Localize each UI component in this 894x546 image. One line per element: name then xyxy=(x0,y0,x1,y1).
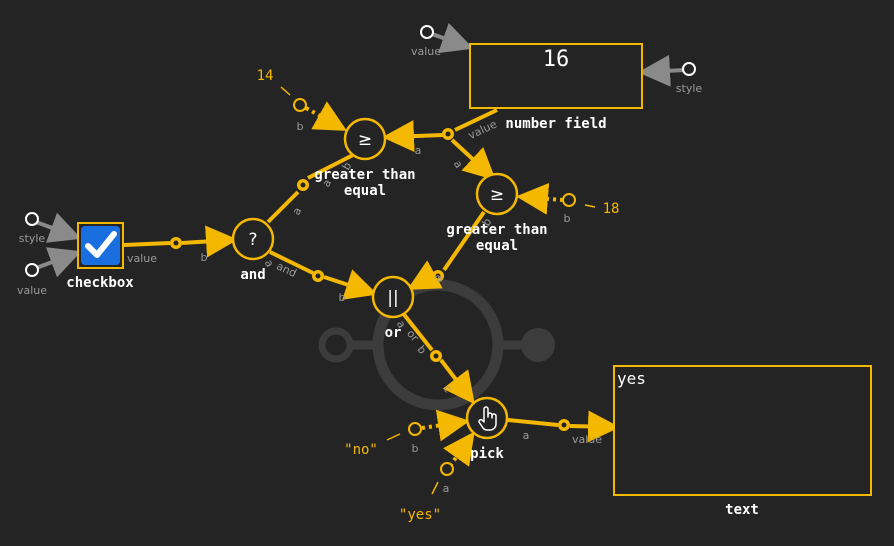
const-14[interactable]: 14 xyxy=(257,68,274,84)
svg-text:c: c xyxy=(441,382,455,395)
wire-handles[interactable] xyxy=(170,128,570,431)
svg-text:b: b xyxy=(412,442,419,455)
svg-text:or: or xyxy=(404,327,421,344)
svg-text:and: and xyxy=(240,267,265,283)
gte-node-1[interactable]: ≥ greater than equal xyxy=(314,117,416,199)
svg-text:a: a xyxy=(290,205,305,217)
svg-text:a: a xyxy=(523,429,530,442)
const-14-handle[interactable] xyxy=(293,98,307,112)
svg-text:text: text xyxy=(725,502,759,518)
const-yes[interactable]: "yes" xyxy=(399,507,441,523)
hand-pointer-icon xyxy=(478,406,497,431)
text-node[interactable]: yes text xyxy=(613,365,872,518)
svg-text:b: b xyxy=(339,291,346,304)
or-node[interactable]: || or xyxy=(371,275,415,341)
svg-text:value: value xyxy=(411,45,441,58)
checkbox-value-input-handle[interactable] xyxy=(25,263,39,277)
svg-text:b: b xyxy=(414,343,428,357)
svg-text:value: value xyxy=(572,433,602,446)
number-field-label: number field xyxy=(505,116,606,132)
svg-text:value: value xyxy=(17,284,47,297)
svg-text:or: or xyxy=(385,325,402,341)
svg-text:a: a xyxy=(451,158,466,170)
checkbox-style-input-handle[interactable] xyxy=(25,212,39,226)
number-field-value-input-handle[interactable] xyxy=(420,25,434,39)
yellow-wires xyxy=(123,108,620,443)
svg-text:greater than: greater than xyxy=(314,167,415,183)
constant-wires xyxy=(305,101,564,468)
number-field-value[interactable]: 16 xyxy=(543,47,570,72)
gte-symbol: ≥ xyxy=(490,185,504,205)
svg-text:a: a xyxy=(415,144,422,157)
ring-left-handle[interactable] xyxy=(318,327,354,363)
svg-text:b: b xyxy=(297,120,304,133)
svg-text:equal: equal xyxy=(476,238,518,254)
svg-text:b: b xyxy=(201,251,208,264)
svg-text:style: style xyxy=(19,232,46,245)
svg-text:greater than: greater than xyxy=(446,222,547,238)
gte-symbol: ≥ xyxy=(358,130,372,150)
const-no[interactable]: "no" xyxy=(344,442,378,458)
svg-text:b: b xyxy=(564,212,571,225)
or-symbol: || xyxy=(387,288,398,308)
number-field-style-input-handle[interactable] xyxy=(682,62,696,76)
const-18[interactable]: 18 xyxy=(603,201,620,217)
checkbox-node[interactable]: checkbox xyxy=(66,222,134,291)
svg-text:value: value xyxy=(127,252,157,265)
const-yes-handle[interactable] xyxy=(440,462,454,476)
radial-ring xyxy=(318,279,555,411)
svg-text:pick: pick xyxy=(470,446,504,462)
svg-text:a: a xyxy=(443,482,450,495)
svg-text:style: style xyxy=(676,82,703,95)
check-icon xyxy=(85,231,117,258)
gte-node-2[interactable]: ≥ greater than equal xyxy=(446,172,548,254)
ring-right-handle[interactable] xyxy=(521,328,555,362)
pick-node[interactable]: pick xyxy=(465,396,509,462)
gray-wires xyxy=(35,22,686,278)
number-field-node[interactable]: 16 number field xyxy=(469,43,643,132)
const-no-handle[interactable] xyxy=(408,422,422,436)
checkbox-label: checkbox xyxy=(66,275,134,291)
text-node-value[interactable]: yes xyxy=(617,369,646,388)
svg-text:equal: equal xyxy=(344,183,386,199)
and-symbol: ? xyxy=(248,230,257,250)
and-node[interactable]: ? and xyxy=(231,217,275,283)
const-18-handle[interactable] xyxy=(562,193,576,207)
